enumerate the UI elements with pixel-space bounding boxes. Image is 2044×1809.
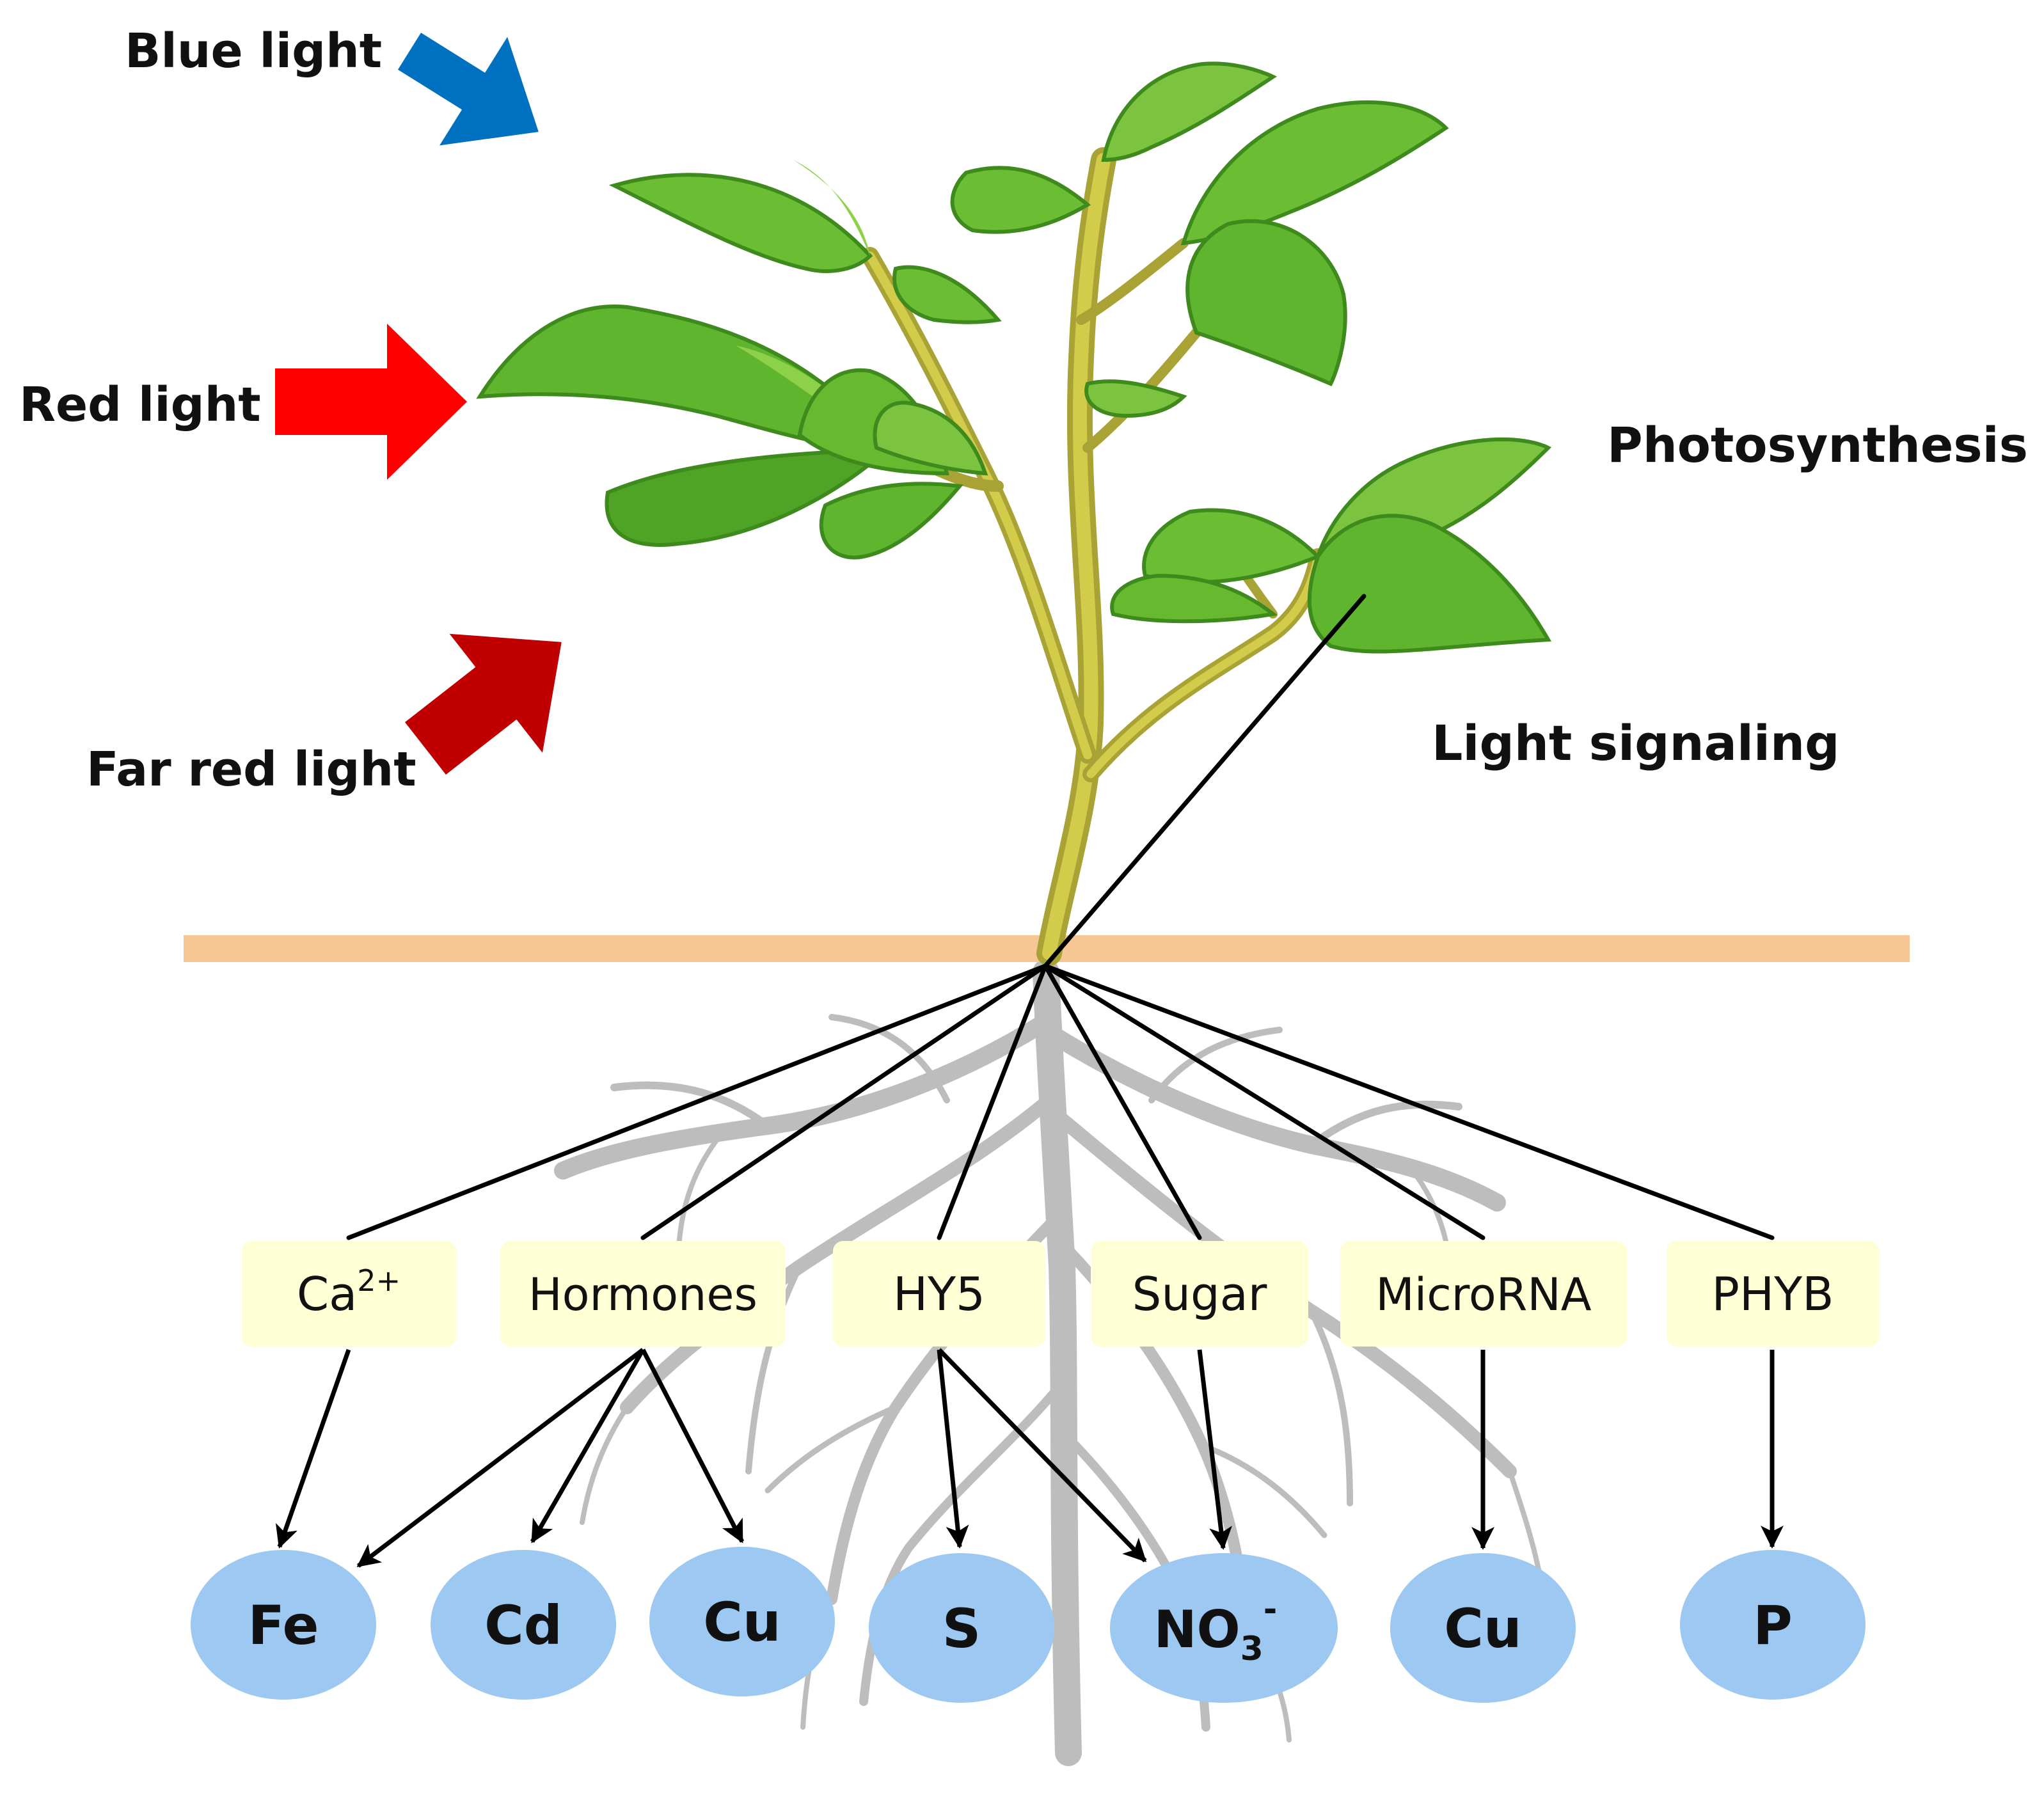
hub-to-microrna-line — [1043, 963, 1485, 1240]
regulator-box — [1340, 1241, 1627, 1347]
regulator-phyb: PHYB — [1667, 1241, 1879, 1347]
nutrient-no3: NO3- — [1110, 1553, 1338, 1703]
hub-to-sugar-line — [1043, 963, 1202, 1240]
hormones-to-cu1-arrow — [640, 1348, 745, 1544]
regulation-arrows — [275, 1348, 1784, 1568]
nutrient-fe: Fe — [191, 1550, 376, 1700]
nutrient-s: S — [869, 1553, 1054, 1703]
nutrient-label: Cu — [1444, 1597, 1521, 1660]
regulator-label: HY5 — [893, 1267, 985, 1321]
hub-to-hormones-line — [640, 963, 1048, 1240]
red-light-arrow — [275, 324, 467, 480]
regulator-label: MicroRNA — [1375, 1268, 1591, 1321]
hub-to-phyb-line — [1043, 963, 1775, 1240]
nutrient-ellipse — [431, 1550, 616, 1700]
subscript: 3 — [1240, 1630, 1264, 1668]
hormones-to-cd-arrow — [530, 1348, 646, 1544]
nutrient-label: Fe — [248, 1594, 319, 1657]
hub-to-ca-line — [346, 963, 1048, 1240]
regulator-hormones: Hormones — [500, 1241, 786, 1347]
nutrient-ellipse — [649, 1547, 835, 1696]
ca-to-fe-arrow — [275, 1348, 351, 1549]
nutrient-cd: Cd — [431, 1550, 616, 1700]
signal-lines — [346, 594, 1775, 1240]
blue-light-label: Blue light — [125, 24, 382, 79]
nutrient-ellipse — [869, 1553, 1054, 1703]
plant-leaves — [476, 61, 1552, 654]
superscript: 2+ — [357, 1263, 400, 1298]
regulator-ca: Ca2+ — [242, 1241, 456, 1347]
regulator-label: Ca2+ — [297, 1263, 400, 1321]
regulator-label: Hormones — [528, 1268, 757, 1321]
nutrient-label: S — [942, 1597, 981, 1660]
regulator-microrna: MicroRNA — [1340, 1241, 1627, 1347]
nutrient-cu1: Cu — [649, 1547, 835, 1696]
leaf-to-hub-line — [1043, 594, 1367, 968]
light-signaling-label: Light signaling — [1432, 715, 1839, 771]
hy5-to-no3-arrow — [937, 1348, 1147, 1563]
nutrient-ellipse — [1390, 1553, 1576, 1703]
nutrient-ellipse — [191, 1550, 376, 1700]
regulator-sugar: Sugar — [1091, 1241, 1308, 1347]
nutrient-label: NO3- — [1154, 1590, 1278, 1668]
regulator-box — [242, 1241, 456, 1347]
superscript: - — [1264, 1590, 1278, 1629]
nutrient-ellipse — [1680, 1550, 1866, 1700]
blue-light-arrow — [397, 33, 539, 146]
nutrient-ellipse — [1110, 1553, 1338, 1703]
regulator-box — [1091, 1241, 1308, 1347]
regulator-hy5: HY5 — [833, 1241, 1045, 1347]
far-red-light-label: Far red light — [86, 742, 416, 797]
nutrient-label: P — [1753, 1594, 1793, 1657]
nutrient-cu2: Cu — [1390, 1553, 1576, 1703]
regulator-box — [500, 1241, 786, 1347]
photosynthesis-label: Photosynthesis — [1607, 416, 2028, 473]
sugar-to-no3-arrow — [1197, 1349, 1232, 1550]
regulator-label: Sugar — [1132, 1267, 1267, 1321]
regulator-box — [1667, 1241, 1879, 1347]
nutrient-p: P — [1680, 1550, 1866, 1700]
nutrient-label: Cd — [484, 1594, 562, 1657]
far-red-light-arrow — [404, 633, 562, 775]
hy5-to-s-arrow — [937, 1349, 969, 1549]
red-light-label: Red light — [19, 377, 261, 432]
regulator-box — [833, 1241, 1045, 1347]
hormones-to-fe-arrow — [356, 1348, 645, 1568]
hub-to-hy5-line — [937, 963, 1048, 1240]
regulator-label: PHYB — [1712, 1267, 1834, 1321]
nutrient-label: Cu — [703, 1591, 780, 1654]
